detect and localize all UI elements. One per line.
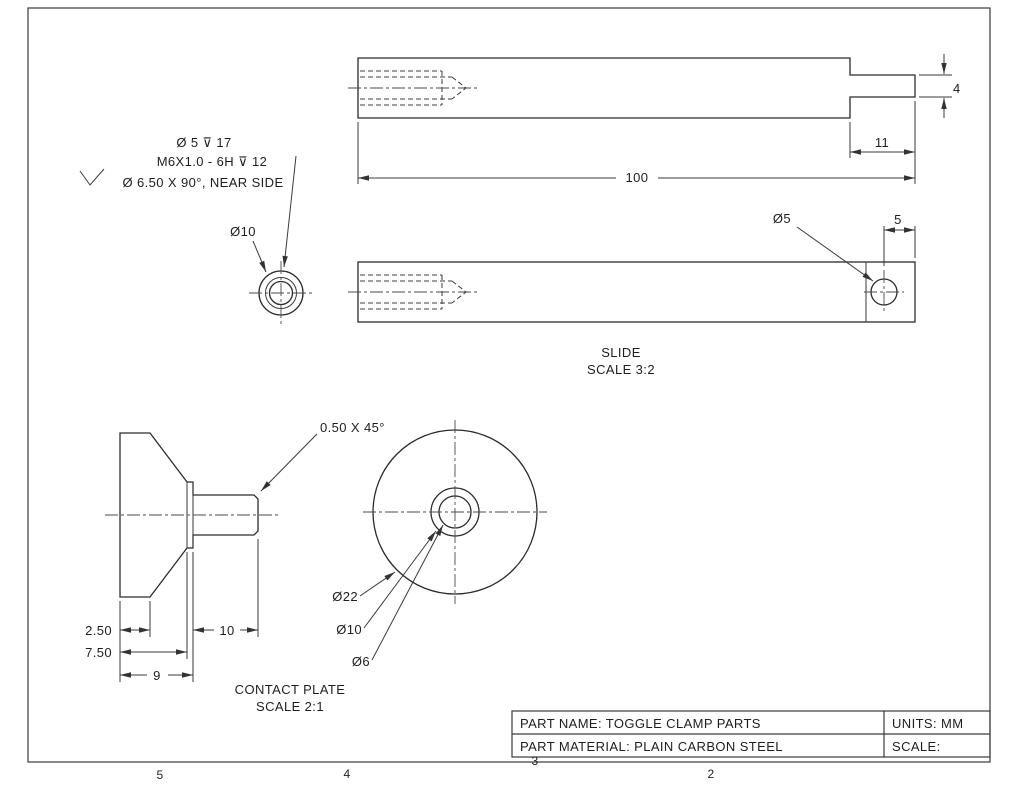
title-scale: SCALE:	[892, 739, 941, 754]
dim-hole-offset: 5	[894, 212, 902, 227]
dim-tab-length: 11	[875, 135, 889, 150]
hole-callout-line1: Ø 5 ⊽ 17	[176, 135, 231, 150]
contact-plate-title: CONTACT PLATE SCALE 2:1	[235, 682, 346, 714]
contact-plate-label: CONTACT PLATE	[235, 682, 346, 697]
zone-numbers: 5 4 3 2	[156, 754, 714, 782]
slide-label: SLIDE	[601, 345, 641, 360]
contact-plate-side-view: 0.50 X 45° 2.50 10 7.50 9	[85, 420, 385, 683]
countersink-icon	[79, 168, 105, 186]
dim-hole-dia: Ø5	[773, 211, 791, 226]
title-block: PART NAME: TOGGLE CLAMP PARTS UNITS: MM …	[511, 710, 991, 758]
zone-3: 3	[531, 754, 538, 768]
dim-end-dia: Ø10	[230, 224, 256, 239]
zone-2: 2	[707, 767, 714, 781]
slide-scale-label: SCALE 3:2	[587, 362, 655, 377]
sheet-border	[27, 7, 991, 763]
slide-side-view: 4 11 100	[348, 54, 961, 185]
hole-callout-line3: Ø 6.50 X 90°, NEAR SIDE	[122, 175, 283, 190]
title-part-name: PART NAME: TOGGLE CLAMP PARTS	[520, 716, 761, 731]
dim-chamfer: 0.50 X 45°	[320, 420, 385, 435]
dim-stem: 10	[219, 623, 234, 638]
contact-plate-scale-label: SCALE 2:1	[256, 699, 324, 714]
hole-callout-line2: M6X1.0 - 6H ⊽ 12	[157, 154, 268, 169]
dim-length: 100	[626, 170, 649, 185]
dim-tab-thickness: 4	[953, 81, 961, 96]
slide-end-view: Ø10 Ø 5 ⊽ 17 M6X1.0 - 6H ⊽ 12 Ø 6.50 X 9…	[79, 135, 313, 325]
zone-5: 5	[156, 768, 163, 782]
dim-mid-dia: Ø10	[336, 622, 362, 637]
slide-plan-view: 5 Ø5	[348, 211, 916, 323]
dim-outer-dia: Ø22	[332, 589, 358, 604]
title-material: PART MATERIAL: PLAIN CARBON STEEL	[520, 739, 783, 754]
contact-plate-front-view: Ø22 Ø10 Ø6	[332, 420, 547, 669]
title-units: UNITS: MM	[892, 716, 963, 731]
zone-4: 4	[343, 767, 350, 781]
dim-hole-dia-plate: Ø6	[352, 654, 370, 669]
dim-head-total: 9	[153, 668, 161, 683]
dim-rim: 2.50	[85, 623, 112, 638]
dim-head: 7.50	[85, 645, 112, 660]
slide-title: SLIDE SCALE 3:2	[587, 345, 655, 377]
